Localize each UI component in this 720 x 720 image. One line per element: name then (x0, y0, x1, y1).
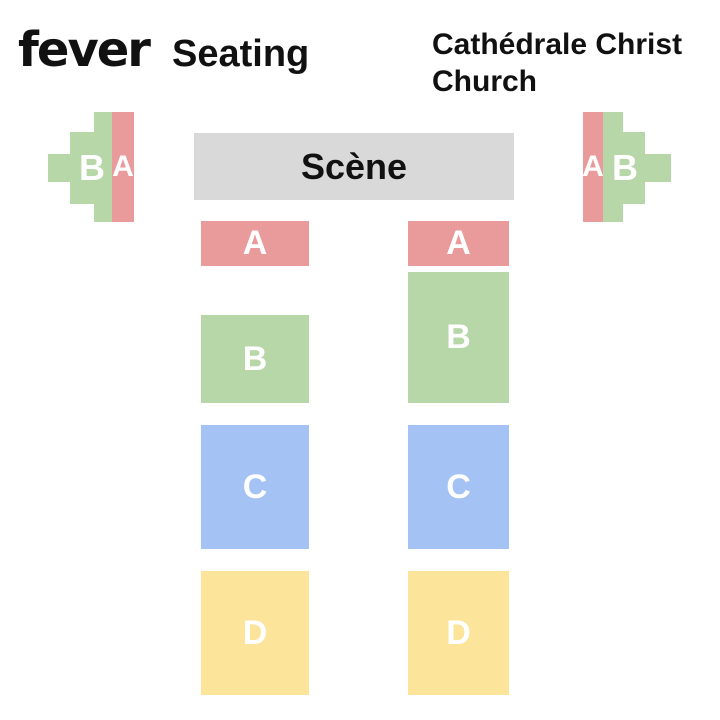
left-section-b[interactable]: B (201, 315, 309, 403)
right-section-a[interactable]: A (408, 221, 509, 266)
left-section-a[interactable]: A (201, 221, 309, 266)
venue-name-line-2: Church (432, 65, 537, 98)
left-wing-section-b-shape[interactable] (48, 154, 112, 182)
right-wing-section-b-label: B (612, 147, 638, 188)
stage: Scène (194, 133, 514, 200)
left-wing-section-a[interactable]: A (112, 112, 134, 222)
venue-name: Cathédrale Christ Church (432, 26, 720, 100)
right-section-c[interactable]: C (408, 425, 509, 549)
right-wing-section-b-shape[interactable] (603, 154, 671, 182)
fever-logo: fever (18, 22, 151, 78)
right-wing: A B (582, 112, 671, 222)
left-section-c[interactable]: C (201, 425, 309, 549)
right-section-b[interactable]: B (408, 272, 509, 403)
left-section-d[interactable]: D (201, 571, 309, 695)
page-title: Seating (172, 33, 310, 75)
right-section-d[interactable]: D (408, 571, 509, 695)
right-wing-section-a[interactable]: A (582, 112, 604, 222)
left-wing-section-b-label: B (79, 147, 105, 188)
left-wing: B A (48, 112, 134, 222)
venue-name-line-1: Cathédrale Christ (432, 28, 683, 61)
